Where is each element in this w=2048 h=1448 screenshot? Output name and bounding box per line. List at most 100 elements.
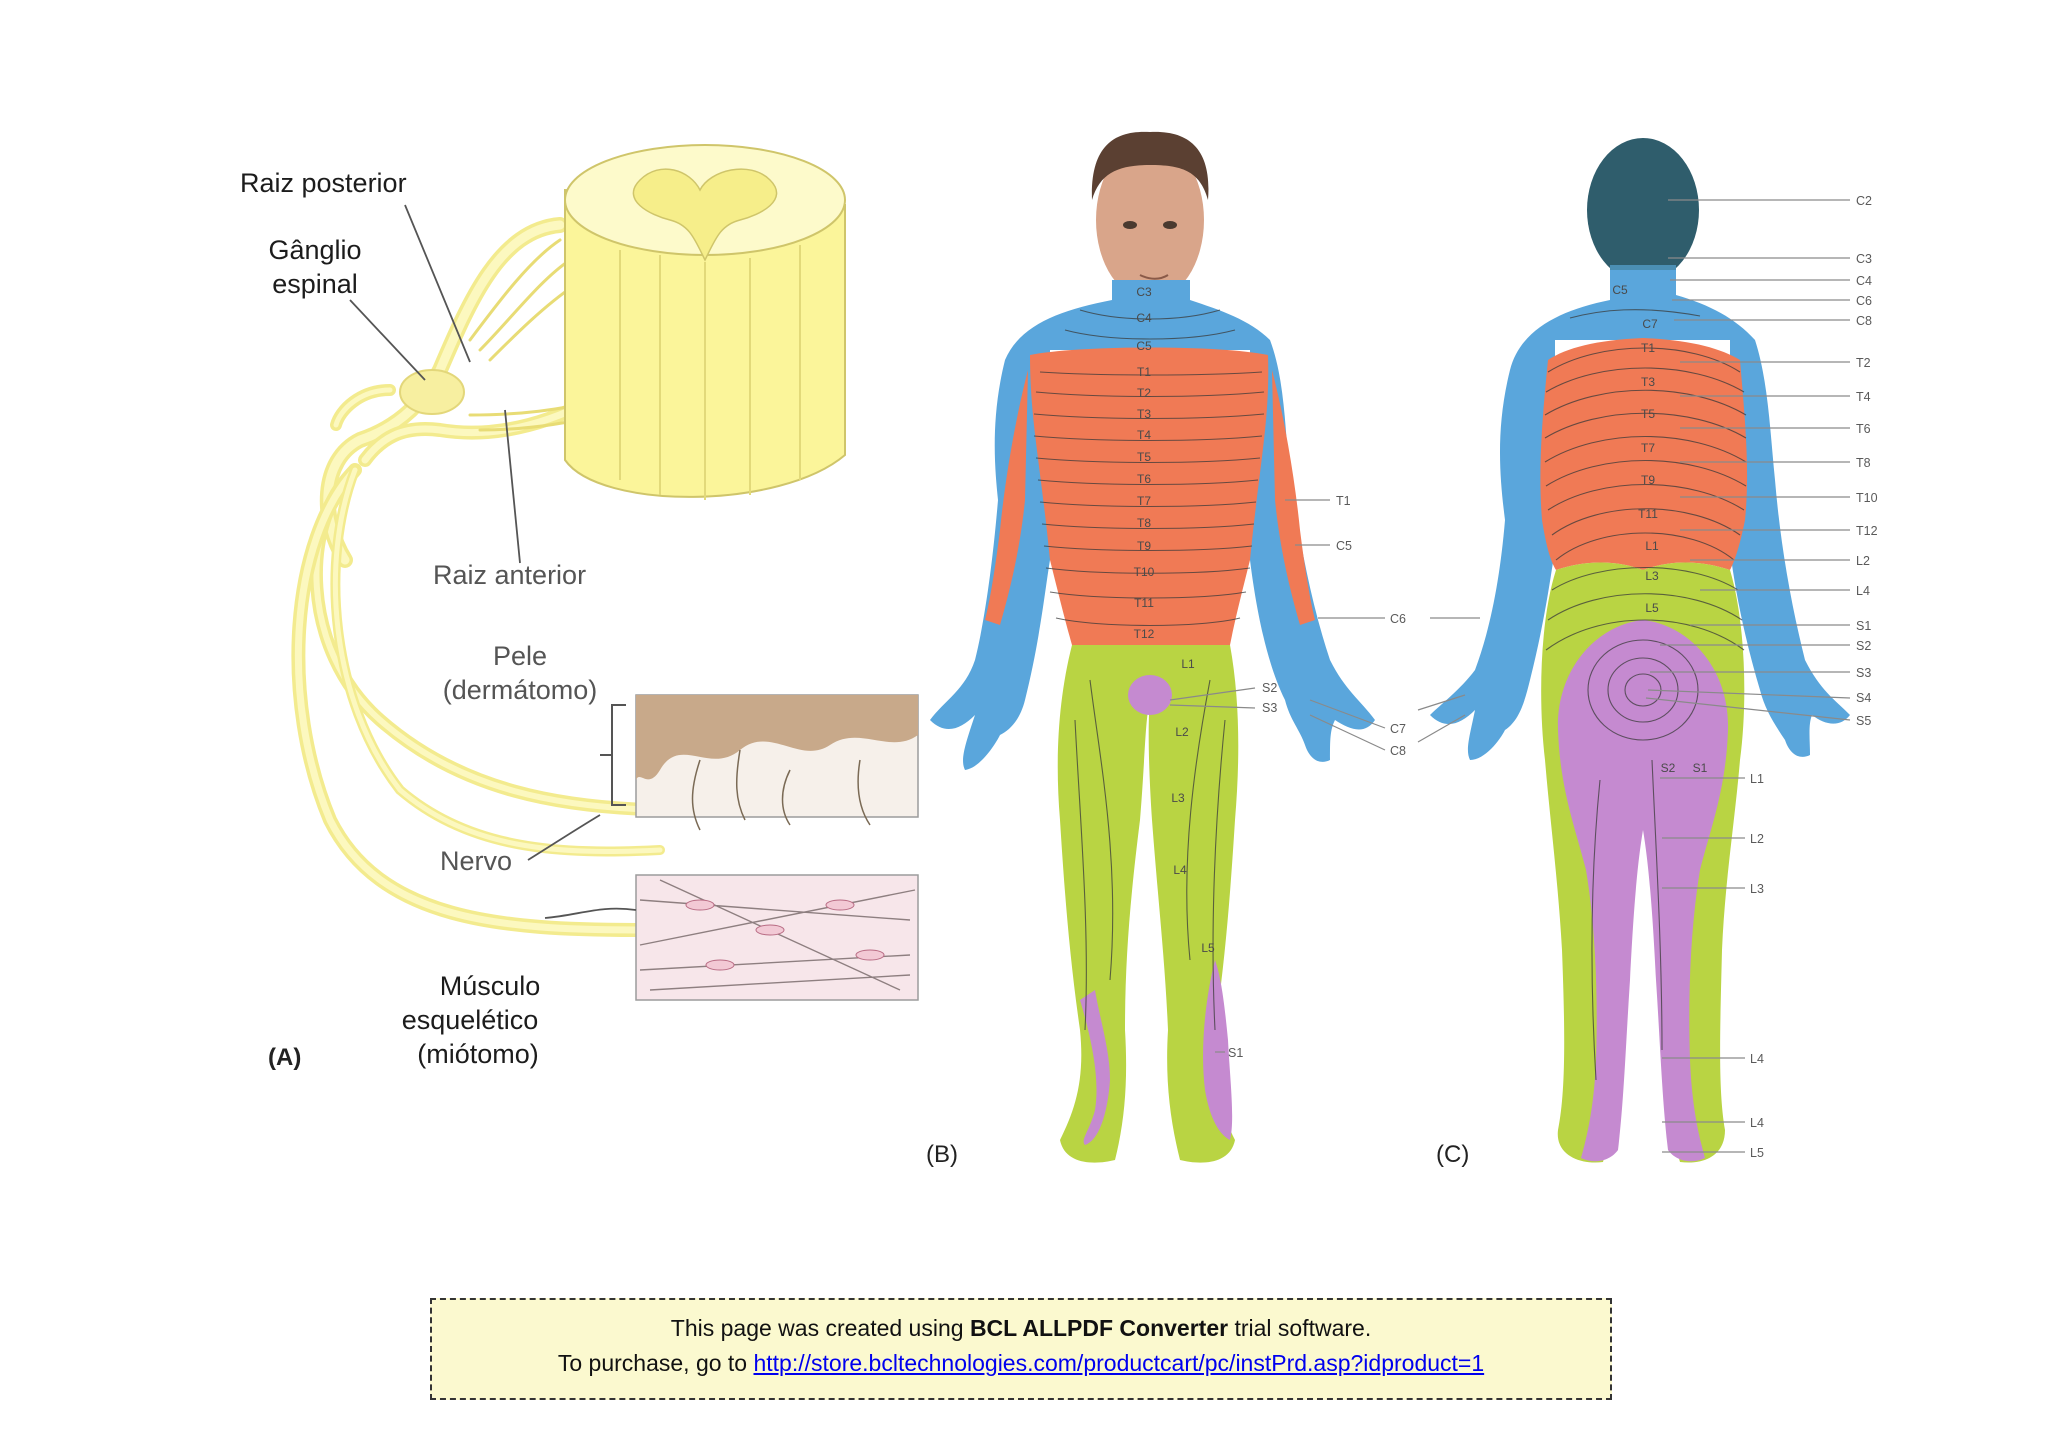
back-inner-label: S2 — [1661, 761, 1676, 775]
back-inner-label: T3 — [1641, 375, 1655, 389]
back-callout: S1 — [1856, 619, 1871, 633]
back-callout: L2 — [1856, 554, 1870, 568]
banner-product-name: BCL ALLPDF Converter — [969, 1315, 1229, 1341]
nerve-fibers — [291, 217, 687, 937]
label-ganglion-line2: espinal — [272, 269, 358, 299]
banner-text-post: trial software. — [1228, 1315, 1372, 1341]
front-sacral-left-leg — [1080, 990, 1110, 1145]
front-inner-label: L5 — [1201, 941, 1215, 955]
banner-purchase-link[interactable]: http://store.bcltechnologies.com/product… — [753, 1350, 1485, 1376]
front-callout: S1 — [1228, 1046, 1243, 1060]
front-callout: C7 — [1390, 722, 1406, 736]
back-callout: L2 — [1750, 832, 1764, 846]
back-inner-label: L1 — [1645, 539, 1659, 553]
back-inner-label: L3 — [1645, 569, 1659, 583]
back-inner-label: T7 — [1641, 441, 1655, 455]
banner-line2: To purchase, go to http://store.bcltechn… — [432, 1350, 1610, 1377]
front-inner-label: C5 — [1136, 339, 1152, 353]
banner-text-pre: This page was created using — [670, 1315, 970, 1341]
back-callout: T10 — [1856, 491, 1878, 505]
back-callout-lines — [1417, 199, 1851, 1153]
back-callouts: C2 C3 C4 C6 C8 T2 T4 T6 T8 T10 T12 L2 L4… — [1750, 194, 1878, 1160]
panel-a: Raiz posterior Gânglio espinal Raiz ante… — [240, 144, 919, 1071]
back-inner-label: L5 — [1645, 601, 1659, 615]
back-callout: S4 — [1856, 691, 1871, 705]
back-inner-label: T1 — [1641, 341, 1655, 355]
front-inner-label: T10 — [1134, 565, 1155, 579]
label-muscle-line1: Músculo — [440, 971, 541, 1001]
back-callout: L1 — [1750, 772, 1764, 786]
back-callout: S3 — [1856, 666, 1871, 680]
back-inner-label: C7 — [1642, 317, 1658, 331]
back-callout: L5 — [1750, 1146, 1764, 1160]
trial-banner: This page was created using BCL ALLPDF C… — [430, 1298, 1612, 1400]
panel-c: C5 C7 T1 T3 T5 T7 T9 T11 L1 L3 L5 S2 S1 … — [1417, 138, 1878, 1168]
head-back — [1587, 138, 1699, 290]
front-inner-label: T2 — [1137, 386, 1151, 400]
back-callout: C3 — [1856, 252, 1872, 266]
front-callout: S2 — [1262, 681, 1277, 695]
back-callout: L4 — [1856, 584, 1870, 598]
front-inner-labels: C3 C4 C5 T1 T2 T3 T4 T5 T6 T7 T8 T9 T10 … — [1134, 285, 1215, 955]
front-inner-label: L3 — [1171, 791, 1185, 805]
front-callout: S3 — [1262, 701, 1277, 715]
label-ganglion-line1: Gânglio — [268, 235, 361, 265]
label-anterior-root: Raiz anterior — [433, 560, 586, 590]
front-callouts: T1 C5 C6 S2 S3 C7 C8 S1 — [1228, 494, 1406, 1060]
label-nerve: Nervo — [440, 846, 512, 876]
front-band-lines — [1033, 309, 1265, 1031]
label-muscle-line2: esquelético — [402, 1005, 539, 1035]
front-inner-label: T6 — [1137, 472, 1151, 486]
head-front — [1091, 131, 1209, 300]
front-inner-label: C3 — [1136, 285, 1152, 299]
front-callout-lines — [1169, 499, 1386, 1053]
front-inner-label: T8 — [1137, 516, 1151, 530]
spinal-ganglion — [399, 369, 465, 415]
front-sacral-genital — [1128, 675, 1172, 715]
back-callout: C4 — [1856, 274, 1872, 288]
back-inner-label: T9 — [1641, 473, 1655, 487]
panel-b-tag: (B) — [926, 1141, 958, 1168]
front-inner-label: C4 — [1136, 311, 1152, 325]
back-cervical — [1430, 270, 1850, 760]
label-skin-line2: (dermátomo) — [443, 675, 598, 705]
front-inner-label: T12 — [1134, 627, 1155, 641]
back-callout: C2 — [1856, 194, 1872, 208]
panel-c-tag: (C) — [1436, 1141, 1469, 1168]
front-inner-label: T5 — [1137, 450, 1151, 464]
label-posterior-root: Raiz posterior — [240, 168, 407, 198]
front-inner-label: L2 — [1175, 725, 1189, 739]
front-sacral-right-leg — [1203, 960, 1233, 1140]
banner-line1: This page was created using BCL ALLPDF C… — [432, 1315, 1610, 1342]
back-callout: S2 — [1856, 639, 1871, 653]
front-inner-label: L1 — [1181, 657, 1195, 671]
back-callout: T2 — [1856, 356, 1871, 370]
muscle-box — [635, 874, 919, 1001]
spinal-cord — [564, 144, 846, 500]
back-inner-labels: C5 C7 T1 T3 T5 T7 T9 T11 L1 L3 L5 S2 S1 — [1612, 283, 1707, 775]
back-callout: C8 — [1856, 314, 1872, 328]
back-inner-label: S1 — [1693, 761, 1708, 775]
back-callout: T6 — [1856, 422, 1871, 436]
panel-a-tag: (A) — [268, 1044, 301, 1071]
front-inner-label: T3 — [1137, 407, 1151, 421]
label-skin-line1: Pele — [493, 641, 547, 671]
front-inner-label: L4 — [1173, 863, 1187, 877]
back-inner-label: T11 — [1638, 507, 1658, 521]
back-inner-label: C5 — [1612, 283, 1628, 297]
back-callout: T4 — [1856, 390, 1871, 404]
back-sacral — [1557, 620, 1729, 1162]
back-callout: L4 — [1750, 1052, 1764, 1066]
back-callout: S5 — [1856, 714, 1871, 728]
banner-purchase-text: To purchase, go to — [557, 1350, 754, 1376]
front-callout: T1 — [1336, 494, 1351, 508]
front-callout: C6 — [1390, 612, 1406, 626]
skin-box — [600, 694, 919, 831]
front-inner-label: T9 — [1137, 539, 1151, 553]
back-callout: T8 — [1856, 456, 1871, 470]
front-callout: C5 — [1336, 539, 1352, 553]
front-callout: C8 — [1390, 744, 1406, 758]
front-inner-label: T4 — [1137, 428, 1151, 442]
back-inner-label: T5 — [1641, 407, 1655, 421]
